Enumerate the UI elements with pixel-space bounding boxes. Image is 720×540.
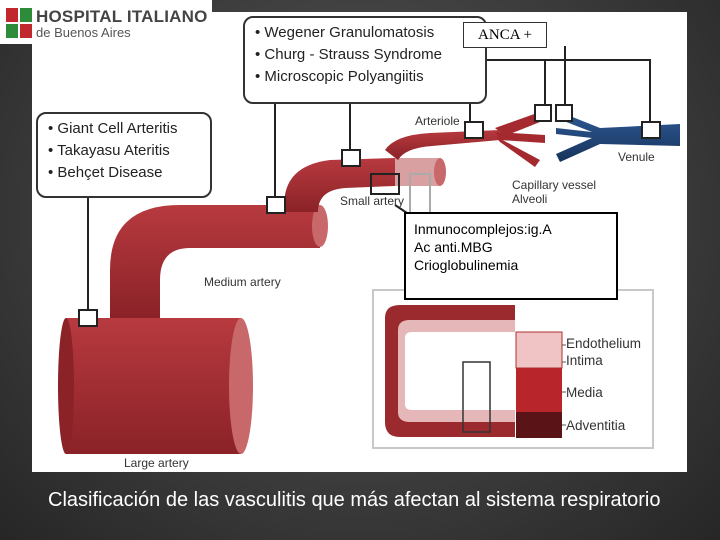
disease-item: Giant Cell Arteritis: [48, 118, 210, 140]
label-arteriole: Arteriole: [415, 114, 460, 128]
label-small-artery: Small artery: [340, 194, 405, 208]
label-medium-artery: Medium artery: [204, 275, 281, 289]
small-artery: [285, 158, 446, 212]
slide-caption: Clasificación de las vasculitis que más …: [48, 489, 661, 511]
hospital-cross-icon: [6, 8, 32, 38]
label-venule: Venule: [618, 150, 655, 164]
label-adventitia: Adventitia: [566, 418, 626, 433]
immunocomplex-box: Inmunocomplejos:ig.A Ac anti.MBG Crioglo…: [404, 212, 618, 300]
immuno-item: Crioglobulinemia: [414, 257, 519, 273]
large-artery: [58, 318, 253, 454]
marker-squares: [78, 104, 661, 327]
label-capillary: Capillary vessel: [512, 178, 597, 192]
label-intima: Intima: [566, 353, 603, 368]
medium-artery: [110, 205, 328, 318]
label-large-artery: Large artery: [124, 456, 189, 470]
large-vessel-group: Giant Cell Arteritis Takayasu Ateritis B…: [36, 112, 212, 198]
immuno-item: Inmunocomplejos:ig.A: [414, 221, 552, 237]
label-media: Media: [566, 385, 603, 400]
logo-name: HOSPITAL ITALIANO: [36, 7, 208, 26]
venule: [556, 112, 680, 162]
logo-subtitle: de Buenos Aires: [36, 25, 131, 40]
label-alveoli: Alveoli: [512, 192, 548, 206]
disease-item: Microscopic Polyangiitis: [255, 66, 485, 88]
disease-item: Behçet Disease: [48, 162, 210, 184]
hospital-logo: HOSPITAL ITALIANO de Buenos Aires: [0, 0, 212, 44]
disease-item: Churg - Strauss Syndrome: [255, 44, 485, 66]
disease-item: Takayasu Ateritis: [48, 140, 210, 162]
vessel-cross-section: [372, 289, 654, 449]
anca-label: ANCA +: [463, 22, 547, 48]
small-vessel-group: Wegener Granulomatosis Churg - Strauss S…: [243, 16, 487, 104]
label-endothelium: Endothelium: [566, 336, 642, 351]
disease-item: Wegener Granulomatosis: [255, 22, 485, 44]
immuno-item: Ac anti.MBG: [414, 239, 493, 255]
